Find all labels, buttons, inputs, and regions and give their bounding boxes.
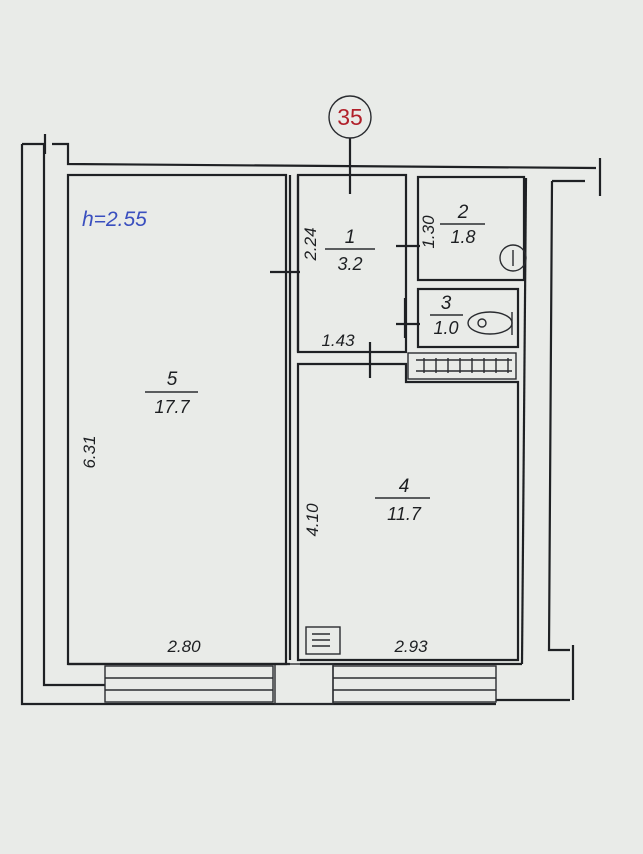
room-5 [66,173,288,666]
dim-hall-width: 1.43 [321,331,355,350]
room-5-area: 17.7 [154,397,190,417]
room-2-area: 1.8 [450,227,475,247]
room-4-label: 4 11.7 [375,476,430,524]
stove-fixture [305,626,341,655]
room-4-number: 4 [399,476,410,497]
dim-room5-length: 6.31 [80,435,99,468]
sink-fixture [467,311,513,335]
room-3-label: 3 1.0 [430,293,463,338]
room-2-number: 2 [457,202,469,223]
room-1-area: 3.2 [337,254,362,274]
toilet-fixture [499,244,527,272]
room-2-label: 2 1.8 [440,202,485,247]
room-2 [416,175,526,282]
room-1 [296,173,408,354]
window-left [104,665,274,703]
dim-wc-length: 1.30 [419,215,438,249]
room-4-area: 11.7 [387,504,422,524]
room-1-number: 1 [345,227,356,248]
ceiling-height: h=2.55 [82,208,147,231]
dim-hall-length: 2.24 [301,227,320,261]
room-5-label: 5 17.7 [145,369,198,417]
room-1-label: 1 3.2 [325,227,375,274]
dim-room4-length: 4.10 [303,503,322,537]
dim-room4-width: 2.93 [393,637,428,656]
room-5-number: 5 [167,369,178,390]
room-3-number: 3 [441,293,452,314]
vent-shaft [407,352,517,380]
dim-room5-width: 2.80 [166,637,201,656]
unit-marker: 35 [328,95,372,194]
door-marks [270,244,420,378]
room-4 [296,362,520,662]
room-3-area: 1.0 [433,318,458,338]
unit-number: 35 [337,104,363,130]
window-right [332,665,497,703]
room-3 [416,287,520,349]
